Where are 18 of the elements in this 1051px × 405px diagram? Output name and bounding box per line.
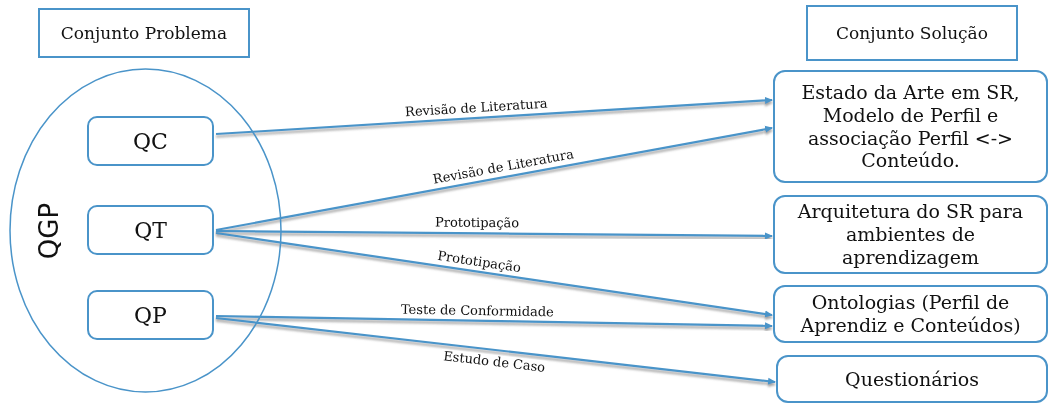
group-label: QGP <box>34 202 65 260</box>
solution-box: Ontologias (Perfil de Aprendiz e Conteúdos) <box>773 285 1048 343</box>
question-box: QP <box>87 290 214 340</box>
arrow <box>216 229 773 240</box>
question-box: QT <box>87 205 214 255</box>
edge-label: Teste de Conformidade <box>398 302 556 320</box>
arrow <box>215 231 773 318</box>
question-box: QC <box>87 116 214 166</box>
solution-box: Questionários <box>776 355 1048 403</box>
heading-box: Conjunto Solução <box>806 5 1018 61</box>
arrow <box>215 125 773 232</box>
edge-label: Prototipação <box>433 215 522 232</box>
heading-box: Conjunto Problema <box>38 8 250 58</box>
arrow <box>215 316 776 385</box>
arrow <box>215 96 773 136</box>
solution-box: Estado da Arte em SR, Modelo de Perfil e associação Perfil <-> Conteúdo. <box>773 70 1048 183</box>
solution-box: Arquitetura do SR para ambientes de aprendizagem <box>773 195 1048 274</box>
arrow <box>215 314 773 330</box>
